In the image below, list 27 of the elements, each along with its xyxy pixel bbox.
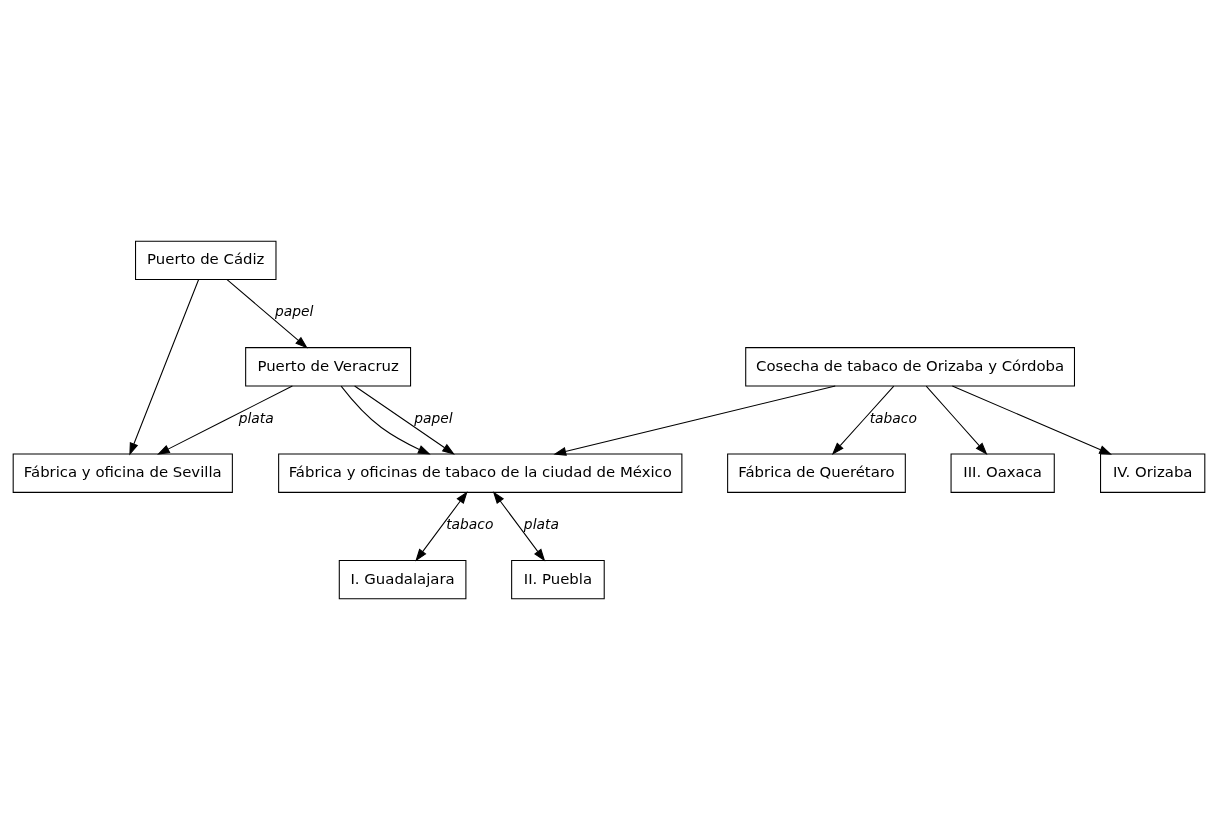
node-box: Fábrica y oficinas de tabaco de la ciudad de México <box>278 453 683 493</box>
node-box: Cosecha de tabaco de Orizaba y Córdoba <box>745 346 1075 386</box>
arrow <box>951 385 1112 455</box>
edge-label: papel <box>274 302 314 319</box>
edge-label: tabaco <box>869 409 917 426</box>
arrow <box>157 385 293 455</box>
node-box: IV. Orizaba <box>1100 453 1206 493</box>
arrow <box>415 490 468 561</box>
edge-label: tabaco <box>446 515 494 532</box>
node-box: II. Puebla <box>511 559 605 599</box>
arrow <box>492 490 546 561</box>
arrow <box>925 385 988 455</box>
node-box: Fábrica y oficina de Sevilla <box>12 453 233 493</box>
edge-label: papel <box>414 409 453 426</box>
node-box: I. Guadalajara <box>338 559 467 599</box>
node-box: Puerto de Veracruz <box>245 346 412 386</box>
node-box: Puerto de Cádiz <box>135 240 277 280</box>
node-box: III. Oaxaca <box>950 453 1055 493</box>
arrow <box>553 385 836 456</box>
edge-label: plata <box>238 409 274 426</box>
node-box: Fábrica de Querétaro <box>727 453 906 493</box>
arrow <box>354 385 455 455</box>
arrow <box>226 278 308 348</box>
arrow <box>831 385 895 455</box>
arrow <box>129 278 200 455</box>
edge-label: plata <box>523 515 559 532</box>
arrow <box>340 385 431 455</box>
